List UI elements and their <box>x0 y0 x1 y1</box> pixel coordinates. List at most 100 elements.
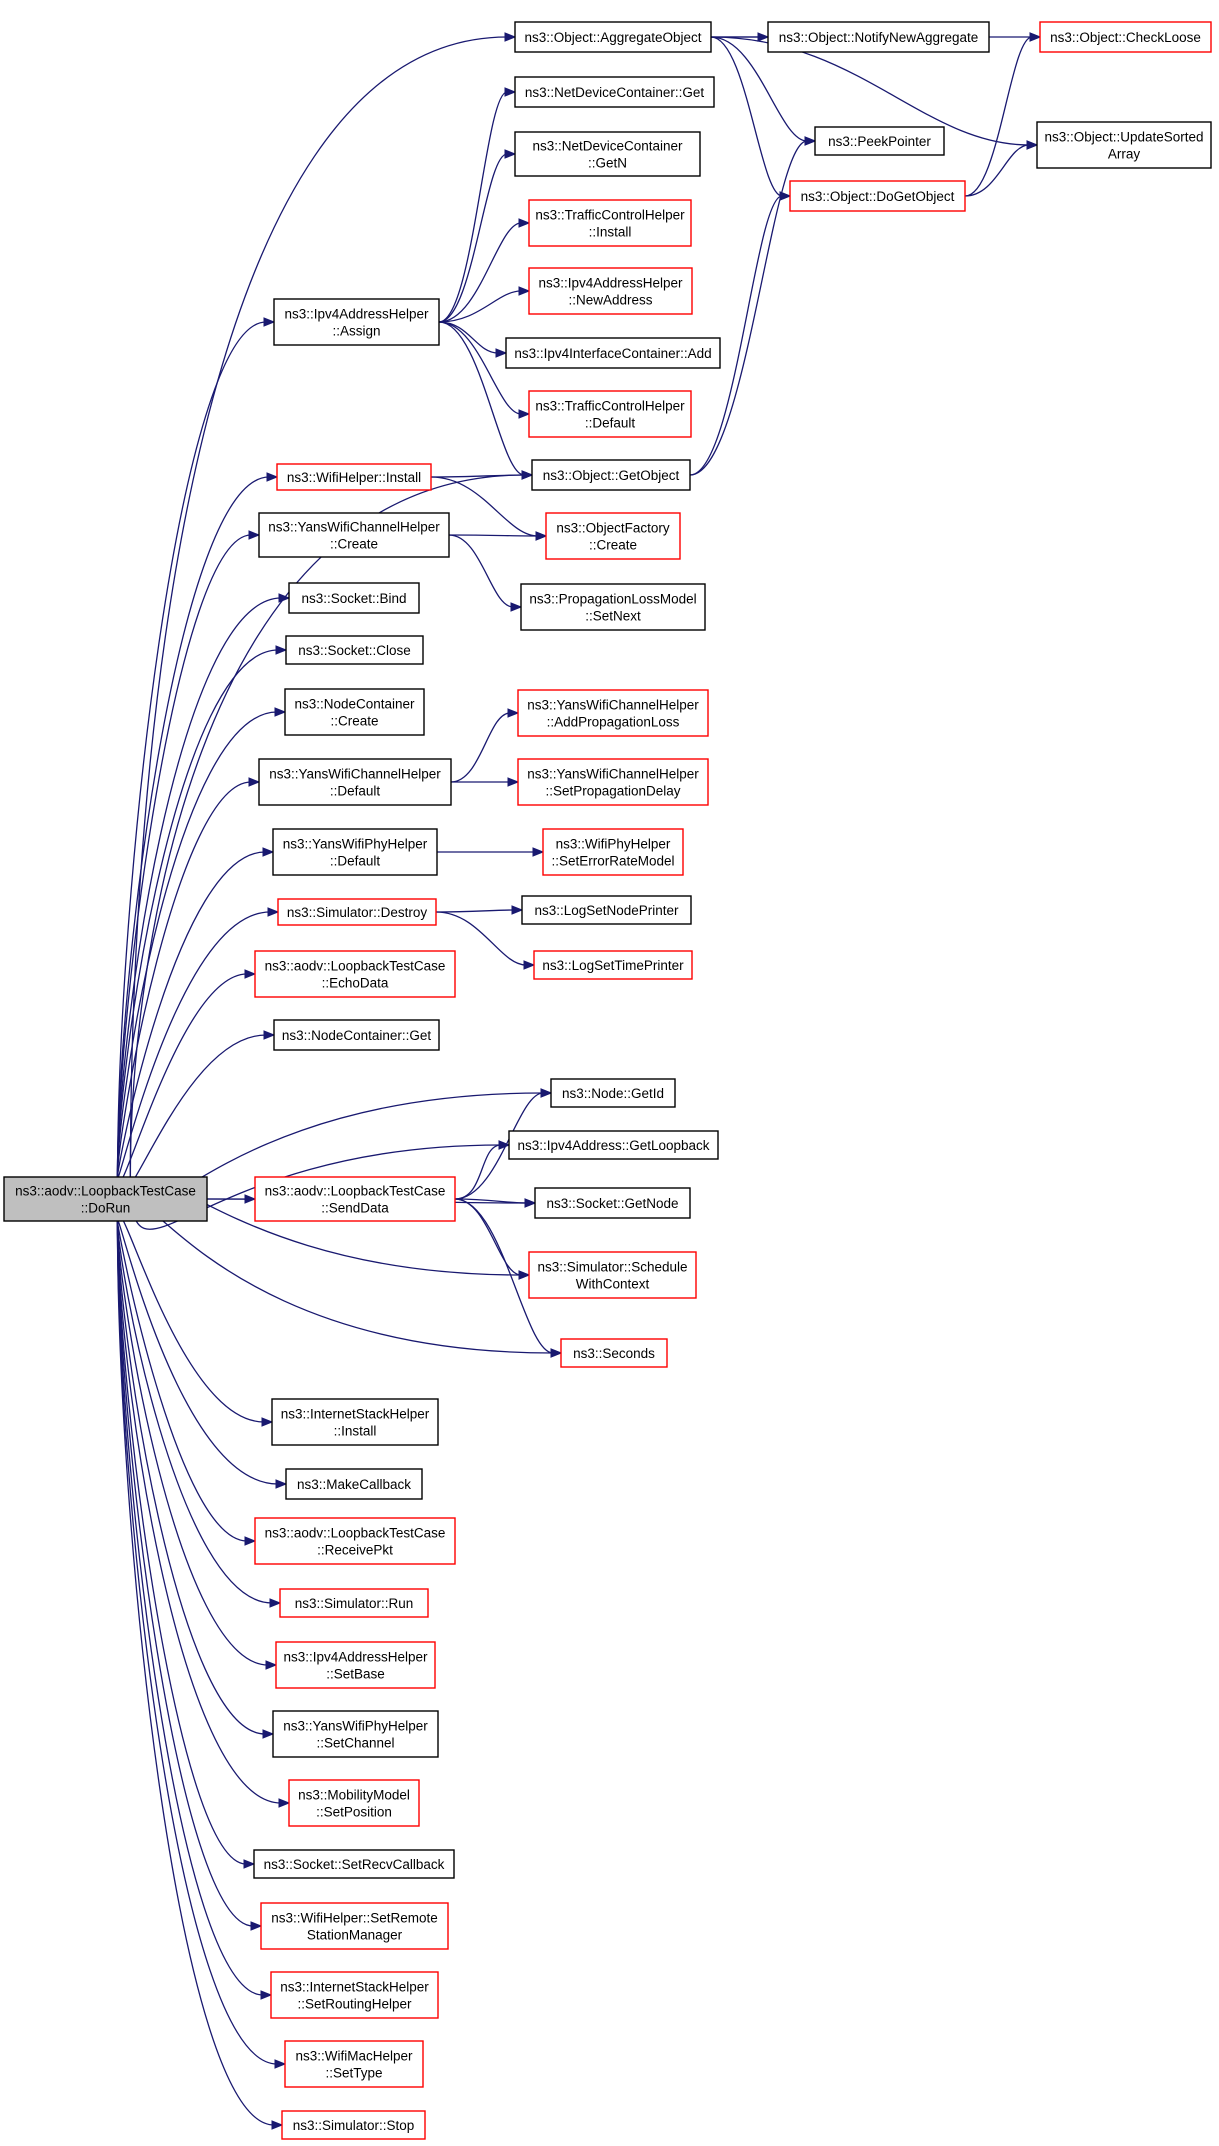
node-sim_stop[interactable]: ns3::Simulator::Stop <box>281 2110 426 2140</box>
node-nc_get[interactable]: ns3::NodeContainer::Get <box>273 1019 440 1051</box>
node-root[interactable]: ns3::aodv::LoopbackTestCase::DoRun <box>3 1176 208 1222</box>
node-label: ns3::aodv::LoopbackTestCase <box>15 1184 196 1199</box>
node-label: ::SetNext <box>585 609 641 624</box>
node-receivepkt[interactable]: ns3::aodv::LoopbackTestCase::ReceivePkt <box>254 1517 456 1565</box>
node-getloopback[interactable]: ns3::Ipv4Address::GetLoopback <box>508 1130 719 1160</box>
edge-root-to-ywch_create <box>116 534 252 1178</box>
edge-assign-to-getobject <box>438 321 525 476</box>
node-getobject[interactable]: ns3::Object::GetObject <box>531 459 691 491</box>
node-box <box>550 1078 676 1108</box>
node-sock_setrecv[interactable]: ns3::Socket::SetRecvCallback <box>253 1849 455 1879</box>
node-label: ::Create <box>330 537 378 552</box>
arrowhead-dogetobject-to-checkloose <box>1029 32 1042 42</box>
node-label: ::SetPosition <box>316 1805 392 1820</box>
arrowhead-ywch_create-to-of_create <box>535 531 548 541</box>
node-checkloose[interactable]: ns3::Object::CheckLoose <box>1039 21 1212 53</box>
node-box <box>508 1130 719 1160</box>
arrowhead-ywch_default-to-ywch_addloss <box>507 708 520 718</box>
node-box <box>254 1517 456 1565</box>
node-wph_seterr[interactable]: ns3::WifiPhyHelper::SetErrorRateModel <box>542 828 684 876</box>
edge-dogetobject-to-updatesorted <box>964 144 1030 197</box>
node-ywch_default[interactable]: ns3::YansWifiChannelHelper::Default <box>258 758 452 806</box>
node-mm_setpos[interactable]: ns3::MobilityModel::SetPosition <box>288 1779 420 1827</box>
node-sock_getnode[interactable]: ns3::Socket::GetNode <box>534 1187 691 1219</box>
node-tch_default[interactable]: ns3::TrafficControlHelper::Default <box>528 390 692 438</box>
node-label: ::GetN <box>588 156 627 171</box>
node-ywch_addloss[interactable]: ns3::YansWifiChannelHelper::AddPropagati… <box>517 689 709 737</box>
node-box <box>285 635 424 665</box>
arrowhead-root-to-sim_stop <box>271 2120 284 2130</box>
node-box <box>1036 121 1212 169</box>
node-sim_destroy[interactable]: ns3::Simulator::Destroy <box>277 898 437 926</box>
node-label: ns3::TrafficControlHelper <box>535 208 685 223</box>
node-ywph_setchannel[interactable]: ns3::YansWifiPhyHelper::SetChannel <box>272 1710 439 1758</box>
node-dogetobject[interactable]: ns3::Object::DoGetObject <box>789 180 966 212</box>
node-label: ns3::aodv::LoopbackTestCase <box>265 959 446 974</box>
node-ipv4ah_setbase[interactable]: ns3::Ipv4AddressHelper::SetBase <box>275 1641 436 1689</box>
node-box <box>514 21 712 53</box>
node-sim_run[interactable]: ns3::Simulator::Run <box>279 1588 429 1618</box>
node-label: ns3::ObjectFactory <box>556 521 670 536</box>
arrowhead-root-to-echodata <box>244 969 257 979</box>
node-label: ns3::YansWifiChannelHelper <box>527 767 699 782</box>
node-lognode[interactable]: ns3::LogSetNodePrinter <box>521 895 692 925</box>
node-box <box>3 1176 208 1222</box>
node-ish_setrouting[interactable]: ns3::InternetStackHelper::SetRoutingHelp… <box>270 1971 439 2019</box>
node-peek[interactable]: ns3::PeekPointer <box>814 126 945 156</box>
node-ndc_get[interactable]: ns3::NetDeviceContainer::Get <box>514 76 715 108</box>
node-aggregate[interactable]: ns3::Object::AggregateObject <box>514 21 712 53</box>
node-nc_create[interactable]: ns3::NodeContainer::Create <box>284 688 425 736</box>
arrowhead-ywph_default-to-wph_seterr <box>532 847 545 857</box>
node-wmh_settype[interactable]: ns3::WifiMacHelper::SetType <box>284 2040 424 2088</box>
edge-root-to-ipv4ah_setbase <box>116 1220 269 1666</box>
node-box <box>254 1176 456 1222</box>
edge-getobject-to-peek <box>689 140 808 476</box>
edge-root-to-seconds <box>129 1201 554 1354</box>
node-wifi_install[interactable]: ns3::WifiHelper::Install <box>276 463 432 491</box>
edge-assign-to-newaddress <box>438 290 522 323</box>
node-assign[interactable]: ns3::Ipv4AddressHelper::Assign <box>273 298 440 346</box>
node-seconds[interactable]: ns3::Seconds <box>560 1338 668 1368</box>
edge-root-to-ish_install <box>116 1213 265 1423</box>
node-label: ns3::WifiHelper::Install <box>287 470 421 485</box>
node-box <box>288 1779 420 1827</box>
node-label: ns3::Socket::SetRecvCallback <box>264 1857 445 1872</box>
node-label: ns3::NodeContainer <box>294 697 415 712</box>
edge-root-to-wmh_settype <box>116 1220 278 2065</box>
node-box <box>270 1971 439 2019</box>
arrowhead-sim_destroy-to-lognode <box>511 905 524 915</box>
arrowhead-root-to-mm_setpos <box>278 1798 291 1808</box>
arrowhead-root-to-sock_bind <box>278 593 291 603</box>
node-senddata[interactable]: ns3::aodv::LoopbackTestCase::SendData <box>254 1176 456 1222</box>
node-notify[interactable]: ns3::Object::NotifyNewAggregate <box>767 21 990 53</box>
arrowhead-root-to-assign <box>263 317 276 327</box>
node-of_create[interactable]: ns3::ObjectFactory::Create <box>545 512 681 560</box>
node-plm_setnext[interactable]: ns3::PropagationLossModel::SetNext <box>520 583 706 631</box>
node-makecallback[interactable]: ns3::MakeCallback <box>285 1468 423 1500</box>
node-box <box>814 126 945 156</box>
node-ywch_setdelay[interactable]: ns3::YansWifiChannelHelper::SetPropagati… <box>517 758 709 806</box>
edge-root-to-ywch_default <box>116 781 252 1178</box>
edge-root-to-assign <box>116 321 267 1178</box>
edge-root-to-wh_setremote <box>116 1220 254 1927</box>
node-ywph_default[interactable]: ns3::YansWifiPhyHelper::Default <box>272 828 438 876</box>
node-echodata[interactable]: ns3::aodv::LoopbackTestCase::EchoData <box>254 950 456 998</box>
node-sock_close[interactable]: ns3::Socket::Close <box>285 635 424 665</box>
arrowhead-getobject-to-peek <box>804 136 817 146</box>
node-newaddress[interactable]: ns3::Ipv4AddressHelper::NewAddress <box>528 267 693 315</box>
node-node_getid[interactable]: ns3::Node::GetId <box>550 1078 676 1108</box>
node-sock_bind[interactable]: ns3::Socket::Bind <box>288 582 420 614</box>
node-ndc_getn[interactable]: ns3::NetDeviceContainer::GetN <box>514 131 701 177</box>
node-label: ns3::WifiHelper::SetRemote <box>271 1911 438 1926</box>
node-ywch_create[interactable]: ns3::YansWifiChannelHelper::Create <box>258 512 450 558</box>
node-logtime[interactable]: ns3::LogSetTimePrinter <box>533 950 693 980</box>
node-tch_install[interactable]: ns3::TrafficControlHelper::Install <box>528 199 692 247</box>
node-box <box>273 1019 440 1051</box>
edge-root-to-receivepkt <box>116 1220 248 1542</box>
arrowhead-root-to-ish_setrouting <box>260 1990 273 2000</box>
node-ish_install[interactable]: ns3::InternetStackHelper::Install <box>271 1398 439 1446</box>
node-ipv4ic_add[interactable]: ns3::Ipv4InterfaceContainer::Add <box>505 337 721 369</box>
